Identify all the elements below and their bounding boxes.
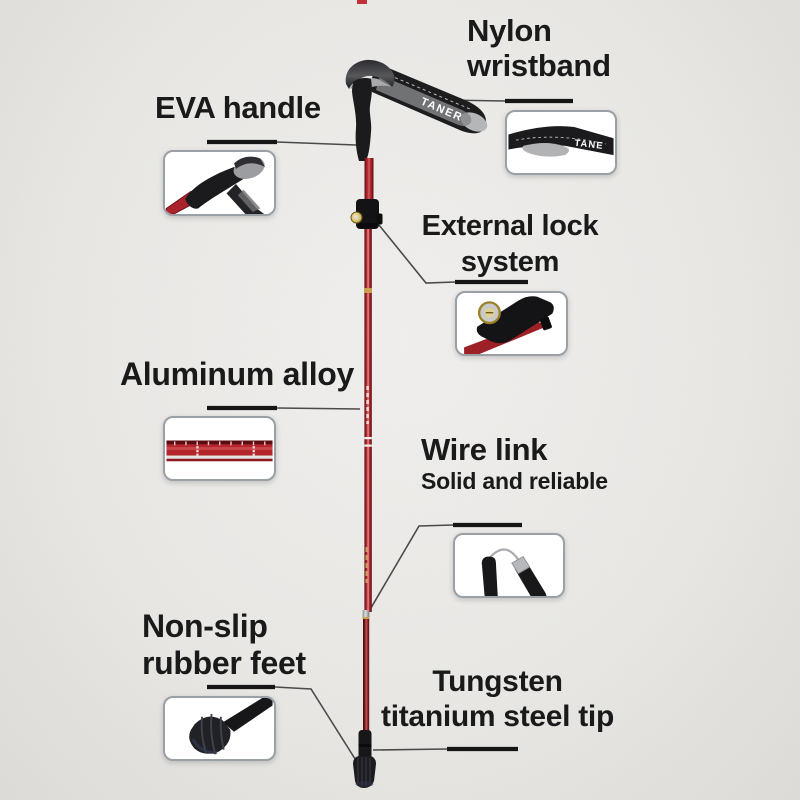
callout-nylon-line1: Nylon [467, 13, 552, 48]
callout-external-lock: External lock system [410, 208, 610, 280]
callout-wire-title: Wire link [421, 432, 548, 467]
thumbnail-wristband-image: TANE [508, 126, 614, 157]
callout-lock-line1: External lock [421, 210, 599, 242]
thumbnail-shaft-image [166, 440, 273, 462]
callout-wire-link: Wire link Solid and reliable [421, 433, 608, 495]
pole-joint-band [362, 610, 370, 619]
callout-nylon-line2: wristband [467, 48, 611, 83]
thumbnail-eva-handle [163, 150, 276, 216]
callout-lock-line2: system [460, 246, 560, 278]
callout-nylon-wristband: Nylon wristband [467, 13, 611, 83]
callout-tip-line2: titanium steel tip [381, 700, 614, 733]
thumbnail-wire-link [453, 533, 565, 598]
thumbnail-rubber-foot [163, 696, 276, 761]
thumbnail-aluminum-shaft [163, 416, 276, 481]
pole-tip [358, 730, 372, 764]
thumbnail-external-lock [455, 291, 568, 356]
thumbnail-wire-image [481, 548, 547, 596]
thumbnail-nylon-wristband: TANE [505, 110, 617, 175]
lock-clamp [350, 199, 383, 229]
callout-non-slip-feet: Non-slip rubber feet [142, 608, 306, 682]
thumbnail-lock-image [464, 296, 554, 354]
thumbnail-eva-handle-image [165, 156, 266, 214]
callout-eva-handle: EVA handle [155, 90, 321, 126]
callout-eva-handle-text: EVA handle [155, 90, 321, 125]
pole-shaft [362, 158, 374, 732]
eva-handle [345, 59, 395, 161]
thumbnail-foot-image [189, 698, 273, 755]
callout-wire-subtitle: Solid and reliable [421, 468, 608, 494]
label-underlines [207, 98, 573, 752]
rubber-foot [353, 756, 376, 788]
callout-aluminum-text: Aluminum alloy [120, 356, 355, 392]
callout-aluminum-alloy: Aluminum alloy [120, 356, 354, 393]
callout-feet-line1: Non-slip [142, 608, 268, 644]
top-red-mark [357, 0, 367, 4]
callout-tip-line1: Tungsten [432, 665, 563, 698]
callout-tungsten-tip: Tungsten titanium steel tip [350, 664, 645, 734]
callout-feet-line2: rubber feet [142, 645, 306, 681]
strap-thumb-brand-text: TANE [574, 138, 604, 151]
